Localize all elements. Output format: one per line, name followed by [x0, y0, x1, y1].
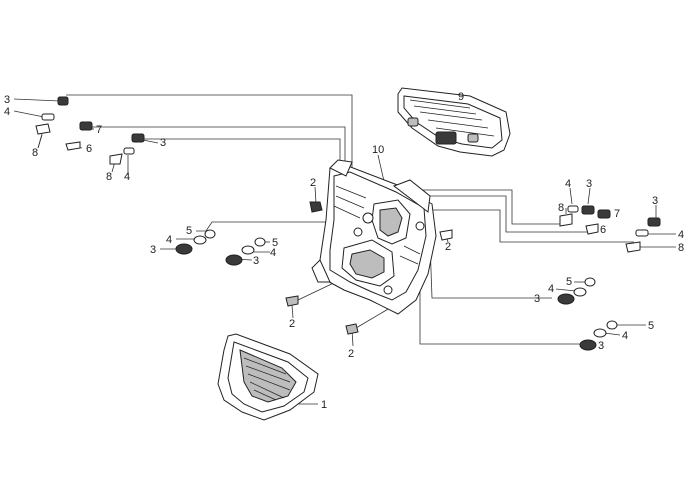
grommet-part-right	[559, 205, 661, 253]
callout-3: 3	[586, 178, 592, 190]
callout-5: 5	[566, 276, 572, 288]
callout-4: 4	[270, 247, 276, 259]
fasteners	[35, 96, 661, 351]
grommet-part	[35, 96, 145, 165]
callout-4: 4	[548, 283, 554, 295]
callout-labels: 3 4 8 7 6 3 8 4 9 10 2 5 4 3 5 4 3 2 2 2…	[4, 91, 684, 411]
callout-2: 2	[310, 177, 316, 189]
callout-8: 8	[558, 202, 564, 214]
callout-9: 9	[458, 91, 464, 103]
damper-part-right	[557, 277, 618, 351]
callout-5: 5	[648, 320, 654, 332]
callout-7: 7	[96, 124, 102, 136]
damper-part	[175, 229, 266, 266]
callout-4: 4	[166, 234, 172, 246]
callout-7: 7	[614, 208, 620, 220]
callout-10: 10	[372, 144, 384, 156]
callout-1: 1	[321, 399, 327, 411]
callout-4: 4	[622, 330, 628, 342]
lower-cover-part	[217, 333, 319, 421]
callout-3: 3	[150, 244, 156, 256]
callout-2: 2	[289, 318, 295, 330]
callout-8: 8	[32, 147, 38, 159]
callout-4: 4	[4, 106, 10, 118]
callout-3: 3	[253, 255, 259, 267]
callout-3: 3	[652, 195, 658, 207]
instrument-cluster-part	[397, 87, 511, 157]
callout-3: 3	[534, 293, 540, 305]
bolt-part	[285, 201, 453, 335]
callout-2: 2	[445, 241, 451, 253]
callout-2: 2	[348, 348, 354, 360]
callout-3: 3	[4, 94, 10, 106]
callout-5: 5	[186, 225, 192, 237]
main-bracket-part	[311, 159, 437, 315]
callout-5: 5	[272, 237, 278, 249]
callout-6: 6	[86, 143, 92, 155]
callout-8: 8	[678, 242, 684, 254]
callout-4: 4	[678, 229, 684, 241]
callout-8: 8	[106, 171, 112, 183]
callout-4: 4	[124, 171, 130, 183]
callout-6: 6	[600, 224, 606, 236]
callout-3: 3	[598, 340, 604, 352]
callout-3: 3	[160, 137, 166, 149]
callout-4: 4	[565, 178, 571, 190]
